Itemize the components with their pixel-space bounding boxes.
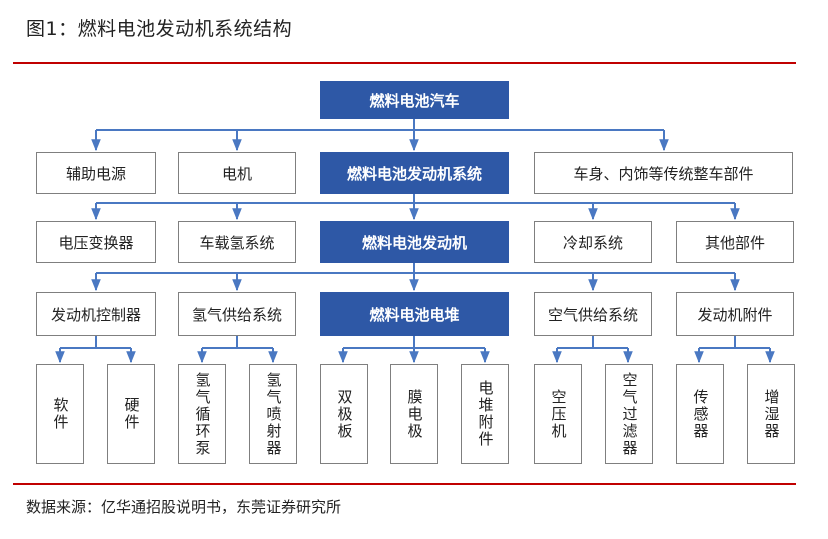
- node-motor: 电机: [178, 152, 296, 194]
- node-bipolar-plate: 双极板: [320, 364, 368, 464]
- node-fuel-cell-engine-system: 燃料电池发动机系统: [320, 152, 509, 194]
- node-body-interior-parts: 车身、内饰等传统整车部件: [534, 152, 793, 194]
- node-fuel-cell-vehicle: 燃料电池汽车: [320, 81, 509, 119]
- node-sensor: 传感器: [676, 364, 724, 464]
- node-membrane-electrode: 膜电极: [390, 364, 438, 464]
- node-hydrogen-circulation-pump: 氢气循环泵: [178, 364, 226, 464]
- node-air-compressor: 空压机: [534, 364, 582, 464]
- bottom-rule: [13, 483, 796, 485]
- node-onboard-hydrogen-system: 车载氢系统: [178, 221, 296, 263]
- node-software: 软件: [36, 364, 84, 464]
- node-cooling-system: 冷却系统: [534, 221, 652, 263]
- node-auxiliary-power: 辅助电源: [36, 152, 156, 194]
- figure-source: 数据来源：亿华通招股说明书，东莞证券研究所: [26, 498, 342, 516]
- node-air-filter: 空气过滤器: [605, 364, 653, 464]
- node-fuel-cell-stack: 燃料电池电堆: [320, 292, 509, 336]
- node-hydrogen-supply-system: 氢气供给系统: [178, 292, 296, 336]
- node-air-supply-system: 空气供给系统: [534, 292, 652, 336]
- node-humidifier: 增湿器: [747, 364, 795, 464]
- figure-title: 图1：燃料电池发动机系统结构: [26, 18, 293, 40]
- node-stack-accessories: 电堆附件: [461, 364, 509, 464]
- top-rule: [13, 62, 796, 64]
- node-engine-controller: 发动机控制器: [36, 292, 156, 336]
- node-engine-accessories: 发动机附件: [676, 292, 794, 336]
- node-other-parts: 其他部件: [676, 221, 794, 263]
- node-fuel-cell-engine: 燃料电池发动机: [320, 221, 509, 263]
- node-hydrogen-injector: 氢气喷射器: [249, 364, 297, 464]
- node-voltage-converter: 电压变换器: [36, 221, 156, 263]
- node-hardware: 硬件: [107, 364, 155, 464]
